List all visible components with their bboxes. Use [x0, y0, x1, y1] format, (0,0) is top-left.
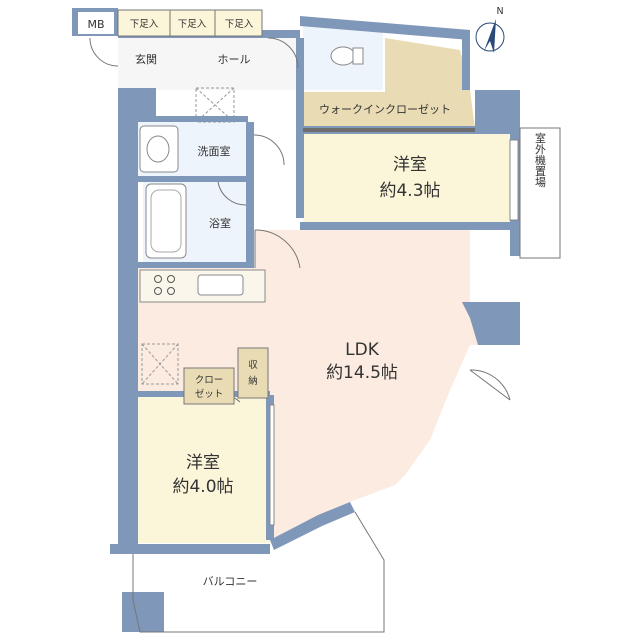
- bathtub: [145, 183, 187, 259]
- bathtub-inner: [150, 189, 182, 253]
- shoe-cabinet-label-1: 下足入: [130, 19, 159, 30]
- ldk-name: LDK: [345, 340, 380, 360]
- western-room-1-area: 約4.3帖: [379, 181, 440, 201]
- western-room-2-area: 約4.0帖: [172, 477, 233, 497]
- storage-label-line1: 収: [248, 359, 258, 371]
- refrigerator-space: [141, 343, 179, 385]
- western-room-1-name: 洋室: [393, 155, 427, 175]
- western-room-2-floor: [138, 395, 270, 543]
- balcony-label: バルコニー: [203, 575, 258, 588]
- wash-basin: [139, 125, 179, 173]
- walk-in-closet-floor: [303, 38, 475, 128]
- bathroom-label: 浴室: [209, 216, 231, 230]
- walk-in-closet-label: ウォークインクローゼット: [319, 103, 451, 116]
- mb-box: [78, 12, 114, 34]
- storage-box: [237, 347, 269, 399]
- balcony-outline: [132, 511, 385, 633]
- basin-bowl: [146, 135, 170, 163]
- outdoor-unit-area: [519, 127, 561, 259]
- entrance-label: 玄関: [135, 52, 157, 66]
- closet-box: [183, 367, 235, 405]
- ldk-area: 約14.5帖: [326, 363, 398, 383]
- shoe-cabinets: [117, 9, 263, 37]
- hall-label: ホール: [218, 53, 251, 66]
- mb-label: MB: [87, 18, 104, 31]
- door-swings: [89, 37, 511, 403]
- sink: [197, 274, 244, 296]
- western-room-2-name: 洋室: [186, 453, 220, 473]
- windows: [269, 139, 519, 526]
- stove-icon: [154, 275, 175, 295]
- entrance-floor: [118, 38, 300, 90]
- toilet-fixture: [330, 46, 356, 66]
- compass-north-label: N: [496, 6, 503, 17]
- washroom-label: 洗面室: [198, 144, 231, 158]
- western-room-1-floor: [303, 133, 515, 225]
- outdoor-unit-label: 室外機置場: [534, 131, 547, 188]
- closet-label-line2: ゼット: [195, 388, 224, 400]
- compass-icon: [475, 19, 505, 53]
- shoe-cabinet-label-2: 下足入: [178, 19, 207, 30]
- closet-frame: [303, 128, 475, 132]
- storage-label-line2: 納: [248, 375, 258, 387]
- toilet-tank: [352, 47, 364, 65]
- shoe-cabinet-label-3: 下足入: [225, 19, 254, 30]
- closet-label-line1: クロー: [195, 375, 224, 386]
